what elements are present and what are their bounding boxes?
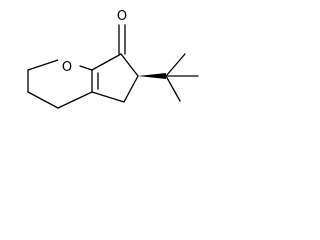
carbonyl-oxygen-backdrop — [112, 6, 132, 24]
ring-oxygen-backdrop — [58, 58, 76, 74]
bond-c4-c5 — [27, 91, 59, 109]
bond-c7a-o1 — [79, 65, 93, 71]
bond-c7a-c7 — [91, 53, 122, 71]
bond-c7-c6 — [120, 53, 139, 77]
carbonyl-oxygen-label: O — [117, 9, 127, 24]
bond-c5-c6 — [57, 91, 93, 109]
ring-oxygen-label: O — [62, 60, 72, 75]
bond-quaternary-methyl-down — [165, 75, 181, 102]
bond-quaternary-methyl-up — [165, 53, 186, 77]
bond-c6-c5 — [123, 75, 139, 103]
chemical-structure-diagram: O O — [27, 6, 199, 109]
stereo-wedge-bond — [138, 73, 166, 79]
bond-c5-c4a — [91, 91, 125, 103]
bond-c2-c3 — [27, 59, 59, 71]
